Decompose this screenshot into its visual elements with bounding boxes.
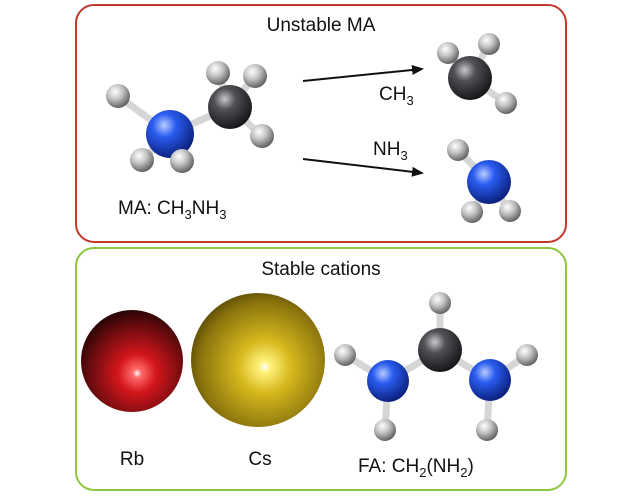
arrow-to-ch3: [302, 65, 424, 82]
hydrogen-atom: [461, 201, 483, 223]
ma-formula-label: MA: CH3NH3: [118, 198, 226, 222]
hydrogen-atom: [170, 149, 194, 173]
nitrogen-atom: [367, 360, 409, 402]
hydrogen-atom: [243, 64, 267, 88]
cs-label: Cs: [248, 449, 271, 470]
stable-panel: [75, 247, 567, 491]
carbon-atom: [448, 56, 492, 100]
rubidium-ion: [81, 310, 183, 412]
methyl-fragment: [437, 33, 517, 114]
hydrogen-atom: [206, 61, 230, 85]
hydrogen-atom: [106, 84, 130, 108]
cesium-ion: [191, 293, 325, 427]
rb-label: Rb: [120, 449, 144, 470]
hydrogen-atom: [478, 33, 500, 55]
hydrogen-atom: [429, 292, 451, 314]
carbon-atom: [208, 85, 252, 129]
hydrogen-atom: [334, 344, 356, 366]
methylammonium-molecule: [106, 61, 274, 173]
nitrogen-atom: [469, 359, 511, 401]
ammonia-fragment: [447, 139, 521, 223]
hydrogen-atom: [447, 139, 469, 161]
hydrogen-atom: [250, 124, 274, 148]
hydrogen-atom: [495, 92, 517, 114]
hydrogen-atom: [437, 42, 459, 64]
hydrogen-atom: [476, 419, 498, 441]
unstable-panel: [75, 4, 567, 243]
carbon-atom: [418, 328, 462, 372]
formamidinium-molecule: [334, 292, 538, 441]
nh3-label: NH3: [373, 139, 408, 163]
hydrogen-atom: [516, 344, 538, 366]
hydrogen-atom: [130, 148, 154, 172]
nitrogen-atom: [146, 110, 194, 158]
hydrogen-atom: [499, 200, 521, 222]
unstable-panel-title: Unstable MA: [267, 15, 376, 36]
stable-panel-title: Stable cations: [261, 259, 380, 280]
nitrogen-atom: [467, 160, 511, 204]
fa-formula-label: FA: CH2(NH2): [358, 456, 474, 480]
ch3-label: CH3: [379, 84, 414, 108]
arrow-to-nh3: [302, 158, 424, 177]
hydrogen-atom: [374, 419, 396, 441]
